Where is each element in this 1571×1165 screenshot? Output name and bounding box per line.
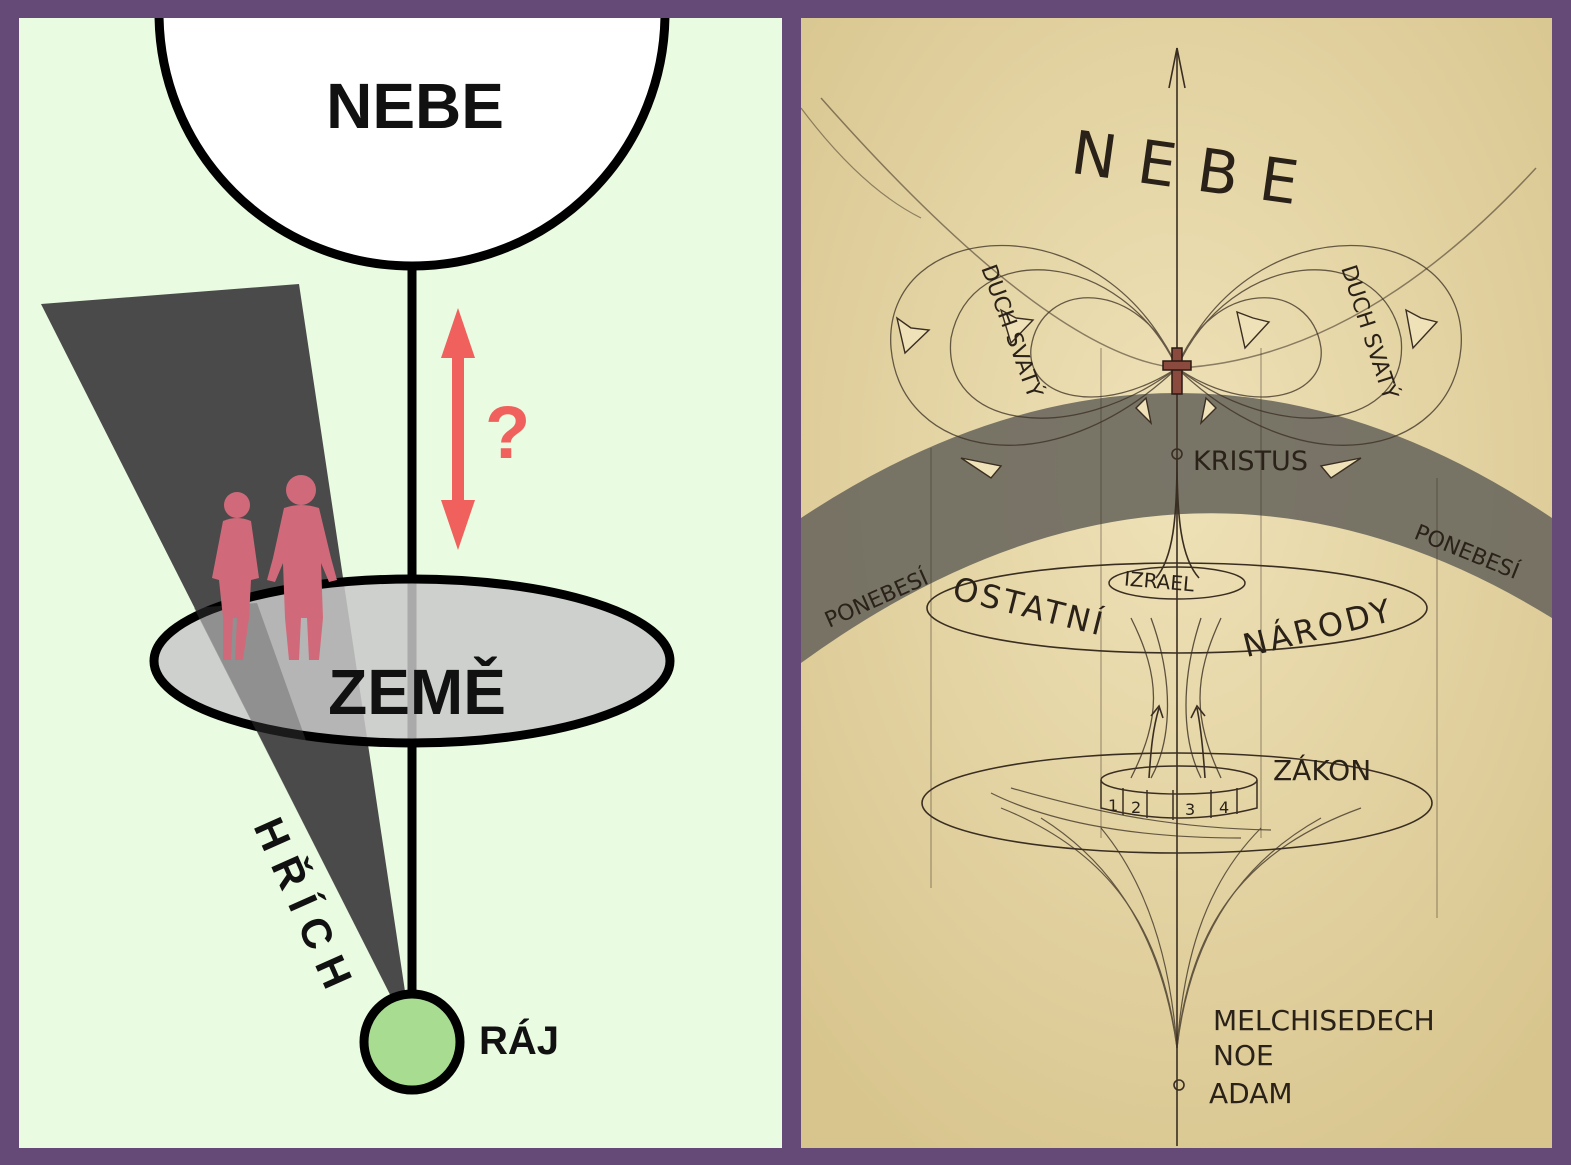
christ-label: KRISTUS	[1193, 446, 1308, 477]
law-segment-2: 2	[1131, 798, 1141, 817]
lower-funnel	[990, 787, 1362, 1049]
law-ellipse	[921, 752, 1433, 854]
noah-label: NOE	[1213, 1039, 1274, 1072]
heaven-label: NEBE	[326, 70, 504, 142]
earth-label: ZEMĚ	[328, 655, 506, 728]
adam-point	[1173, 1079, 1185, 1091]
heaven-curve-left	[820, 97, 1180, 369]
hourglass-funnel	[1130, 617, 1222, 779]
vertical-guides	[930, 348, 1438, 918]
sin-wedge-overlay	[194, 603, 412, 1038]
red-double-arrow	[441, 308, 475, 550]
right-sketch-svg: NEBE DUCH SVATÝ DUCH SVATÝ KRISTUS PONEB…	[801, 18, 1552, 1148]
paradise-label: RÁJ	[479, 1018, 559, 1063]
adam-label: ADAM	[1209, 1077, 1293, 1110]
melchizedek-label: MELCHISEDECH	[1213, 1004, 1435, 1037]
heaven-curve-right	[1178, 167, 1537, 369]
law-segment-1: 1	[1108, 796, 1118, 815]
earth-ellipse	[149, 574, 675, 748]
spirit-flow-arrows	[895, 308, 1439, 479]
upward-arrows	[1148, 704, 1206, 779]
law-label: ZÁKON	[1273, 753, 1371, 787]
law-segment-4: 4	[1219, 798, 1229, 817]
heaven-circle	[154, 18, 670, 271]
firmament-band	[801, 393, 1552, 663]
right-sketch-panel: NEBE DUCH SVATÝ DUCH SVATÝ KRISTUS PONEB…	[801, 18, 1552, 1148]
spirit-field-loops	[890, 244, 1462, 446]
nations-ellipse	[926, 562, 1428, 654]
heaven-left-outline	[801, 107, 922, 219]
paradise-circle	[359, 989, 465, 1095]
cross-icon	[1162, 347, 1192, 395]
left-diagram-svg: NEBE ZEMĚ RÁJ ? HŘÍCH	[41, 18, 675, 1095]
christ-stem	[1155, 458, 1200, 579]
axis-arrow-head	[1168, 47, 1186, 89]
israel-ellipse	[1108, 566, 1246, 600]
people-silhouettes	[212, 475, 337, 660]
law-segment-3: 3	[1185, 800, 1195, 819]
left-diagram-panel: NEBE ZEMĚ RÁJ ? HŘÍCH	[19, 18, 782, 1148]
question-mark: ?	[485, 391, 530, 474]
